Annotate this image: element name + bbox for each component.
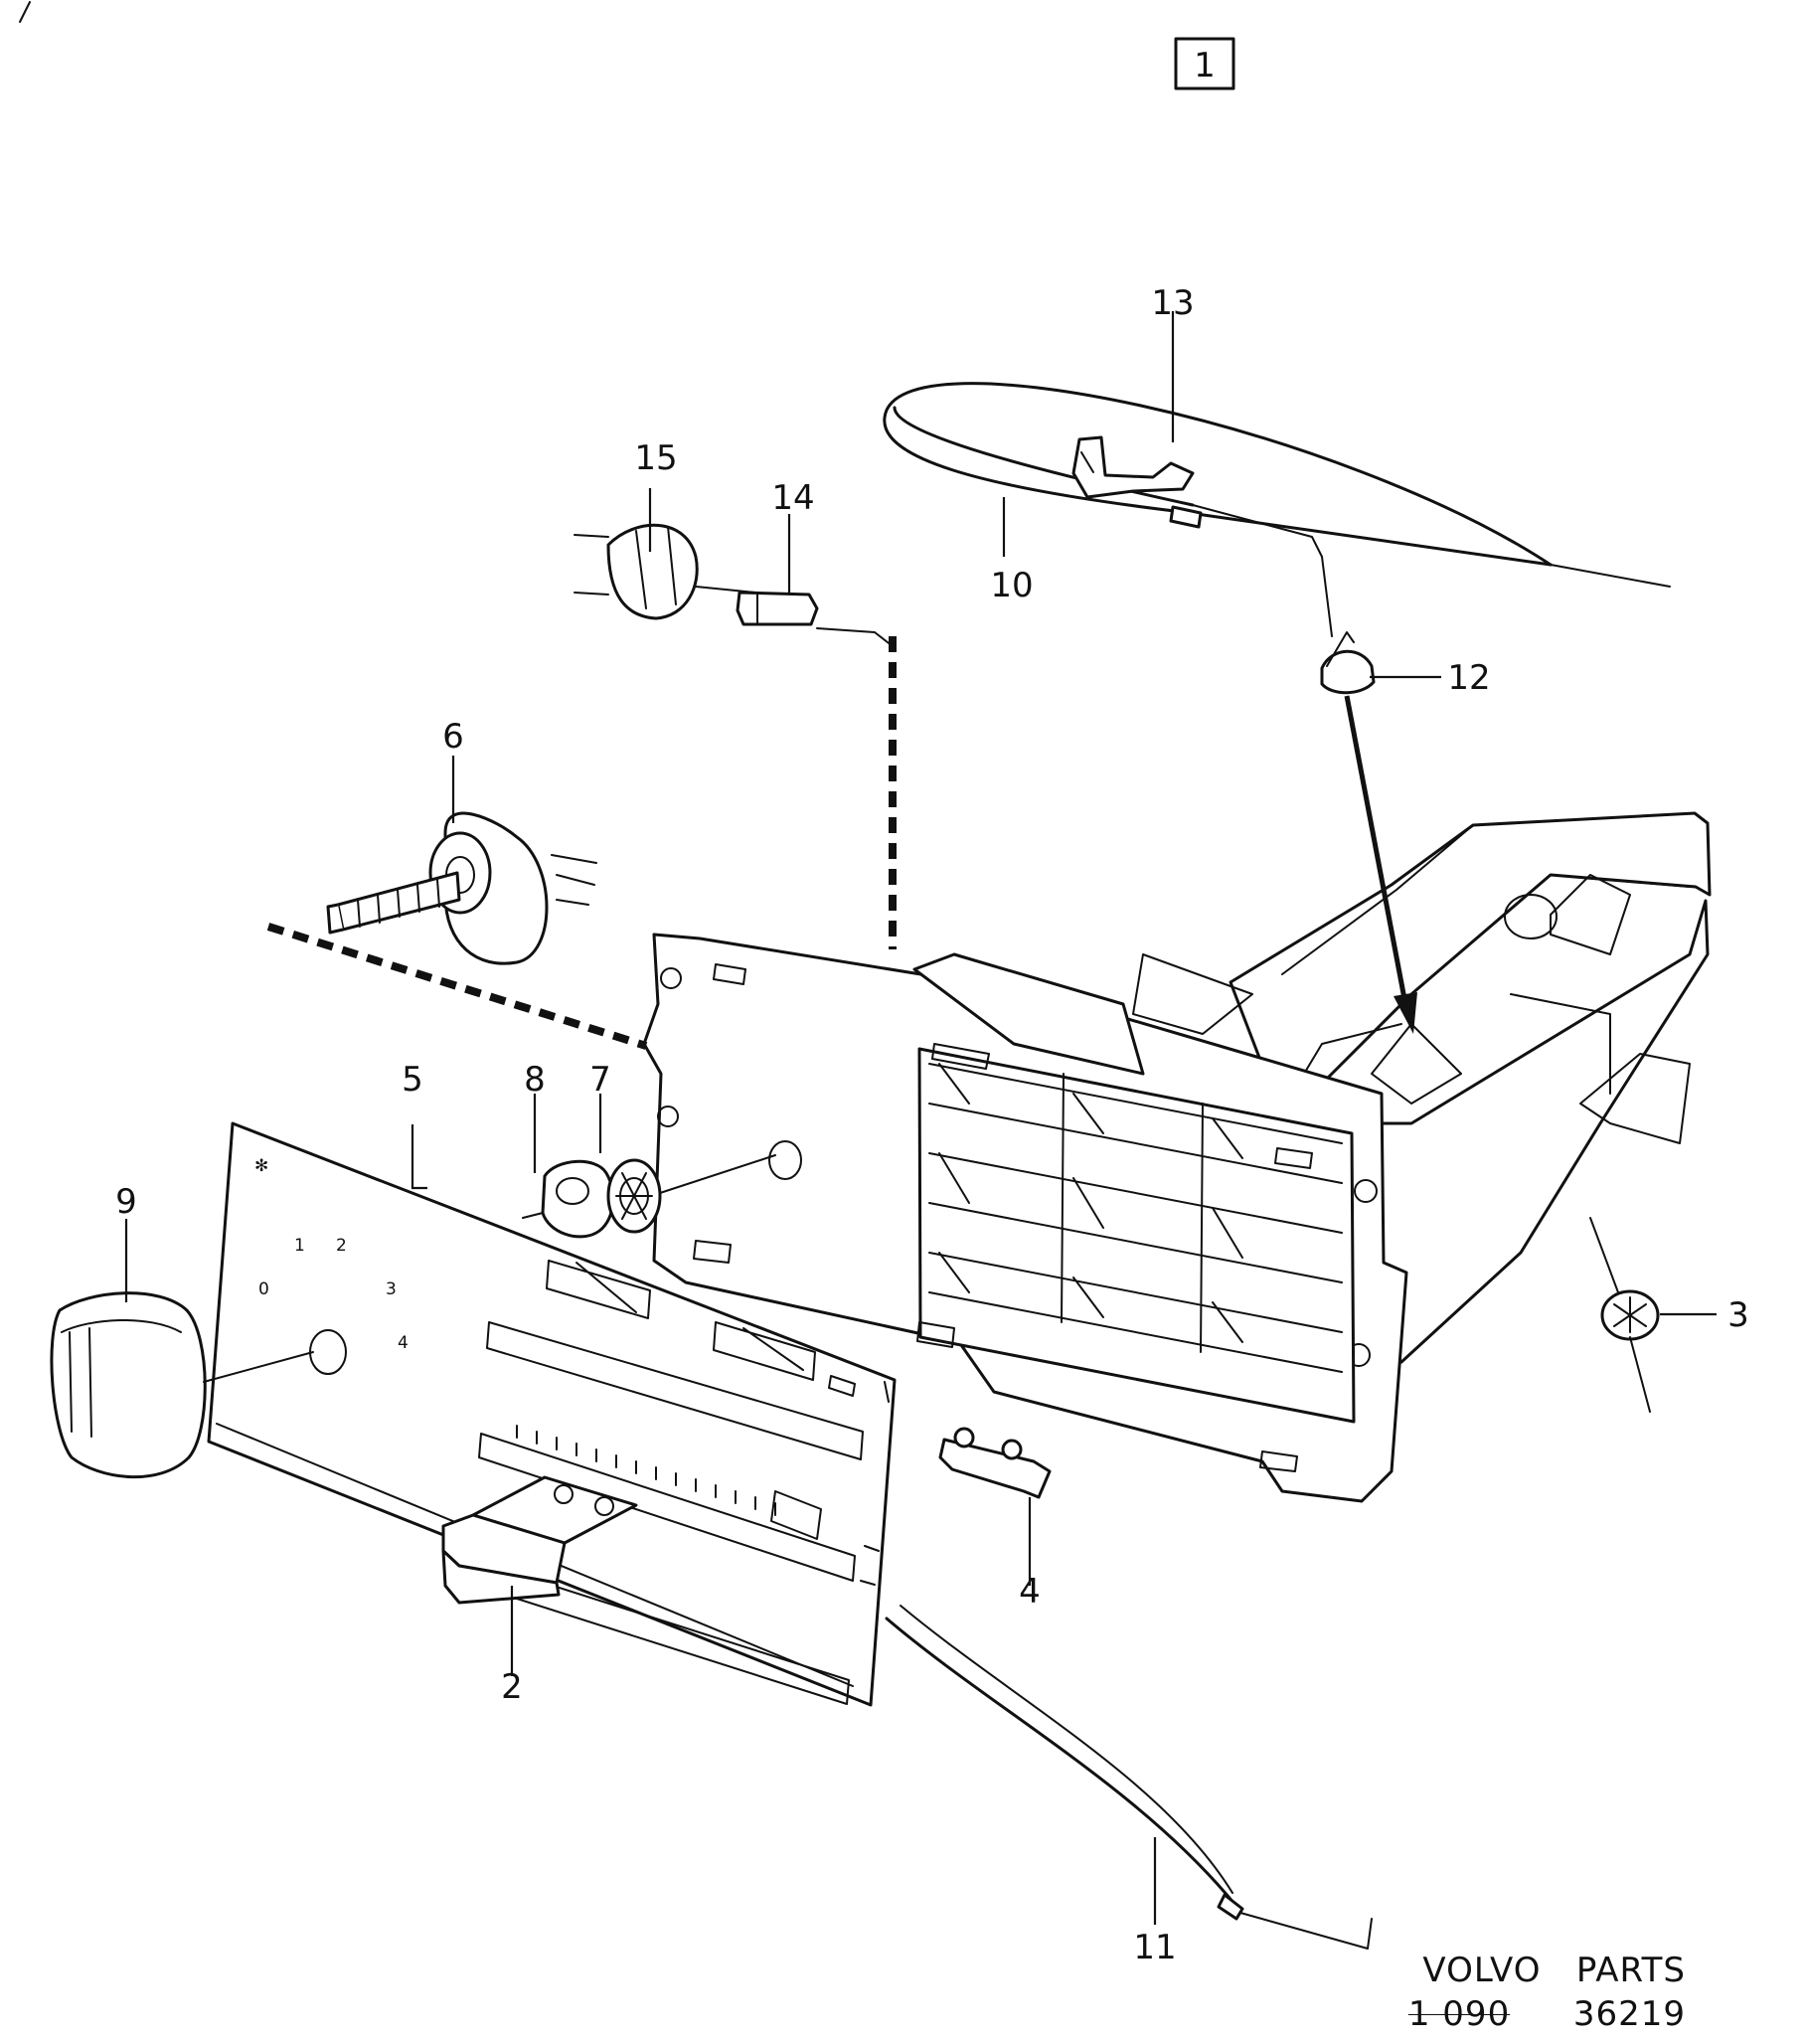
lower-cable-part-11 <box>885 1605 1373 1950</box>
callout-14: 14 <box>771 478 814 518</box>
footer-brand: VOLVO PARTS <box>1422 1951 1686 1990</box>
bulb-holder-part-15 <box>574 523 756 620</box>
assembly-line-6 <box>266 923 648 1050</box>
frame-number-box: 1 <box>1174 37 1235 90</box>
upper-cable-part-10 <box>883 382 1671 637</box>
fan-speed-2: 2 <box>336 1236 347 1256</box>
fan-speed-3: 3 <box>386 1279 397 1299</box>
callout-2: 2 <box>501 1667 523 1707</box>
grommet-part-3 <box>1589 1217 1660 1413</box>
heater-control-housing <box>642 811 1712 1503</box>
cable-clamp-part-13 <box>1071 435 1195 499</box>
callout-10: 10 <box>990 566 1033 605</box>
lock-washer-part-7 <box>606 1154 776 1234</box>
slider-lever-part-2 <box>441 1475 638 1605</box>
callout-4: 4 <box>1019 1572 1041 1612</box>
callout-9: 9 <box>115 1182 137 1222</box>
footer-ref: 1 090 36219 <box>1408 1992 1686 2036</box>
assembly-arrow-12 <box>1344 695 1408 1005</box>
callout-6: 6 <box>442 717 464 757</box>
callout-12: 12 <box>1447 658 1490 698</box>
frame-number: 1 <box>1194 46 1216 85</box>
fan-speed-0: 0 <box>258 1279 269 1299</box>
fan-speed-4: 4 <box>398 1333 409 1353</box>
nut-part-8 <box>522 1159 615 1239</box>
callout-5: 5 <box>402 1060 423 1100</box>
footer-code: 1 090 <box>1407 1994 1511 2034</box>
control-panel-part-5: ✻ 0 1 2 3 4 <box>207 1121 897 1707</box>
callout-8: 8 <box>524 1060 546 1100</box>
connector-part-4 <box>938 1427 1052 1499</box>
fan-speed-1: 1 <box>294 1236 305 1256</box>
bulb-part-14 <box>736 591 819 626</box>
callout-3: 3 <box>1727 1295 1749 1335</box>
callout-13: 13 <box>1151 283 1194 323</box>
volvo-parts-footer: VOLVO PARTS 1 090 36219 <box>1408 1949 1686 2036</box>
fan-switch-part-6 <box>326 811 597 965</box>
leader-lines <box>124 311 1717 1925</box>
callout-7: 7 <box>589 1060 611 1100</box>
cable-clip-part-12 <box>1320 631 1376 695</box>
callout-labels: 2 3 4 5 6 7 8 9 10 11 12 13 14 15 <box>115 283 1749 1967</box>
callout-11: 11 <box>1133 1928 1176 1967</box>
footer-number: 36219 <box>1572 1994 1686 2034</box>
fan-symbol: ✻ <box>254 1156 268 1176</box>
callout-15: 15 <box>634 438 677 478</box>
knob-part-9 <box>50 1291 314 1478</box>
corner-mark <box>19 1 31 23</box>
